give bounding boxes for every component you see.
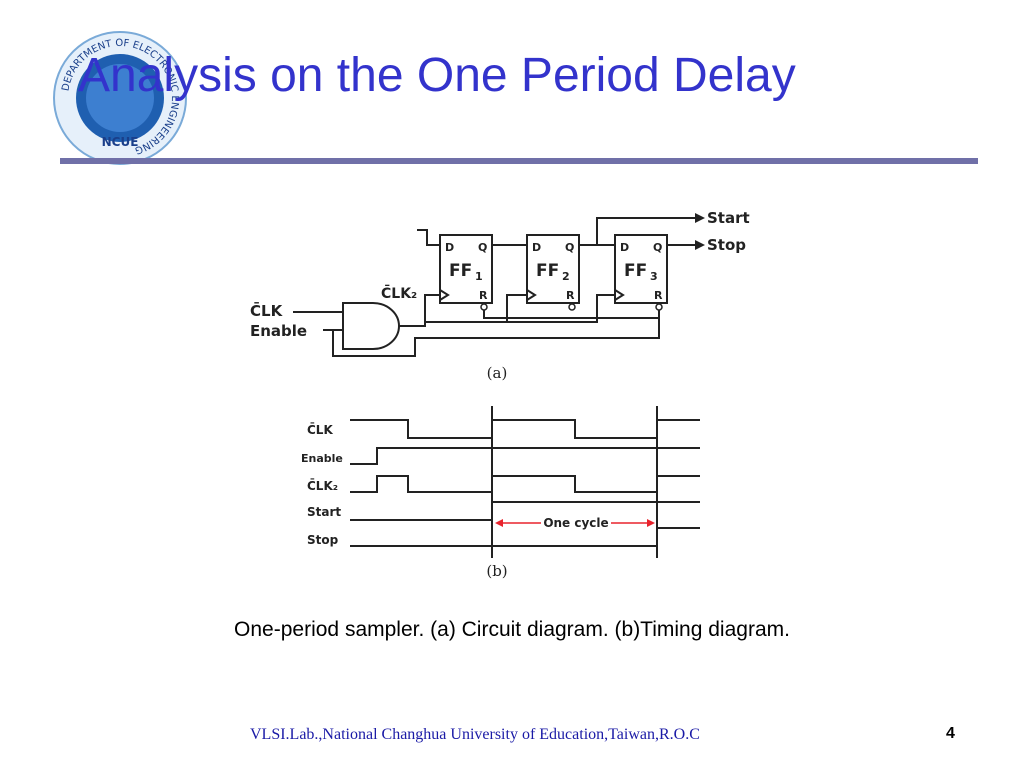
waveform-start <box>350 501 700 521</box>
enable-input-label: Enable <box>250 322 307 340</box>
waveform-stop <box>350 527 700 547</box>
clk-input-label: C̄LK <box>250 300 284 320</box>
ff3-q-label: Q <box>653 241 662 254</box>
circuit-diagram: D Q FF 1 R D Q FF 2 R D Q FF 3 R Start S… <box>250 209 750 382</box>
clk2-bus-ff3 <box>507 294 615 323</box>
ff3-r-label: R <box>654 289 663 302</box>
ff3-name: FF <box>624 261 647 281</box>
ff2-q-label: Q <box>565 241 574 254</box>
ff3-sub: 3 <box>650 270 658 283</box>
logo-acronym: NCUE <box>102 135 139 149</box>
figure-caption: One-period sampler. (a) Circuit diagram.… <box>234 618 790 641</box>
ff1-q-label: Q <box>478 241 487 254</box>
timing-label-clk2: C̄LK₂ <box>307 478 338 493</box>
slide-title: Analysis on the One Period Delay <box>78 49 796 102</box>
ff1-d-wire <box>417 229 440 246</box>
reset-feedback-wire <box>332 318 660 357</box>
waveform-enable <box>350 447 700 465</box>
ff3-d-label: D <box>620 241 629 254</box>
timing-label-start: Start <box>307 505 341 519</box>
ff1-name: FF <box>449 261 472 281</box>
ff1-sub: 1 <box>475 270 483 283</box>
and-gate <box>342 302 400 350</box>
ff2-box: D Q FF 2 R <box>526 234 580 304</box>
waveform-clk <box>350 419 700 439</box>
page-number: 4 <box>946 725 955 742</box>
stop-label: Stop <box>707 236 746 254</box>
timing-label-clk: C̄LK <box>307 422 333 437</box>
start-wire <box>596 217 695 245</box>
timing-diagram: C̄LK Enable C̄LK₂ Start Stop One cycle (… <box>301 406 700 580</box>
timing-label: (b) <box>486 562 507 580</box>
clk2-bus-ff2 <box>425 294 527 323</box>
clk2-wire <box>399 294 440 327</box>
ff3-box: D Q FF 3 R <box>614 234 668 304</box>
ncue-logo: DEPARTMENT OF ELECTRONIC ENGINEERING NCU… <box>53 31 187 165</box>
ff2-name: FF <box>536 261 559 281</box>
reset-bus-top <box>483 310 660 319</box>
ff1-r-label: R <box>479 289 488 302</box>
circuit-label: (a) <box>487 364 508 382</box>
one-cycle-label: One cycle <box>543 516 608 530</box>
ff2-r-label: R <box>566 289 575 302</box>
ff2-sub: 2 <box>562 270 570 283</box>
ff1-d-label: D <box>445 241 454 254</box>
waveform-clk2 <box>350 475 700 493</box>
start-label: Start <box>707 209 750 227</box>
ff1-box: D Q FF 1 R <box>439 234 493 304</box>
ff2-d-label: D <box>532 241 541 254</box>
footer-text: VLSI.Lab.,National Changhua University o… <box>250 726 700 743</box>
title-rule <box>60 158 978 164</box>
timing-label-enable: Enable <box>301 452 343 465</box>
timing-label-stop: Stop <box>307 533 339 547</box>
clk2-label: C̄LK₂ <box>381 283 417 302</box>
